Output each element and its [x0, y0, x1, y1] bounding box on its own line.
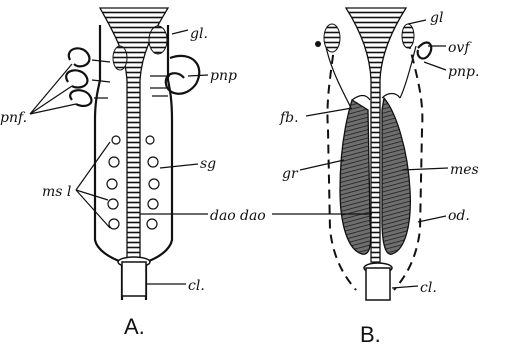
ovarian-funnel-left: [315, 41, 321, 47]
ovarian-funnel-right: [418, 43, 432, 59]
label-cl-a: cl.: [188, 278, 205, 294]
gill-b-right: [402, 24, 414, 48]
cloaca-b: [364, 263, 392, 300]
gonad-ridge-left: [340, 100, 371, 254]
label-cl-b: cl.: [420, 280, 437, 296]
label-dao-a: dao: [210, 208, 236, 224]
label-msl-a: ms l: [42, 184, 71, 200]
label-pnp-b: pnp.: [448, 64, 479, 80]
caption-a: A.: [124, 314, 145, 339]
label-gr-b: gr: [282, 166, 299, 182]
label-dao-b: dao: [240, 208, 266, 224]
figure-a: gl. pnp pnf. sg ms l dao cl. A.: [0, 8, 237, 339]
label-sg-a: sg: [200, 156, 216, 172]
cloaca-a: [118, 257, 150, 296]
label-fb-b: fb.: [279, 110, 299, 126]
label-gl-a: gl.: [190, 26, 208, 42]
gill-b: [324, 24, 340, 52]
label-gl-b: gl: [430, 10, 443, 26]
caption-b: B.: [360, 322, 381, 347]
label-mes-b: mes: [450, 162, 479, 178]
label-pnp-a: pnp: [210, 68, 237, 84]
pronephric-funnels-a: [66, 48, 110, 106]
figure-b: gl ovf pnp. fb. gr mes dao od. cl. B.: [240, 8, 479, 347]
label-od-b: od.: [448, 208, 470, 224]
mesonephros-right: [382, 98, 410, 254]
label-pnf-a: pnf.: [0, 110, 27, 126]
label-ovf-b: ovf: [448, 40, 472, 56]
